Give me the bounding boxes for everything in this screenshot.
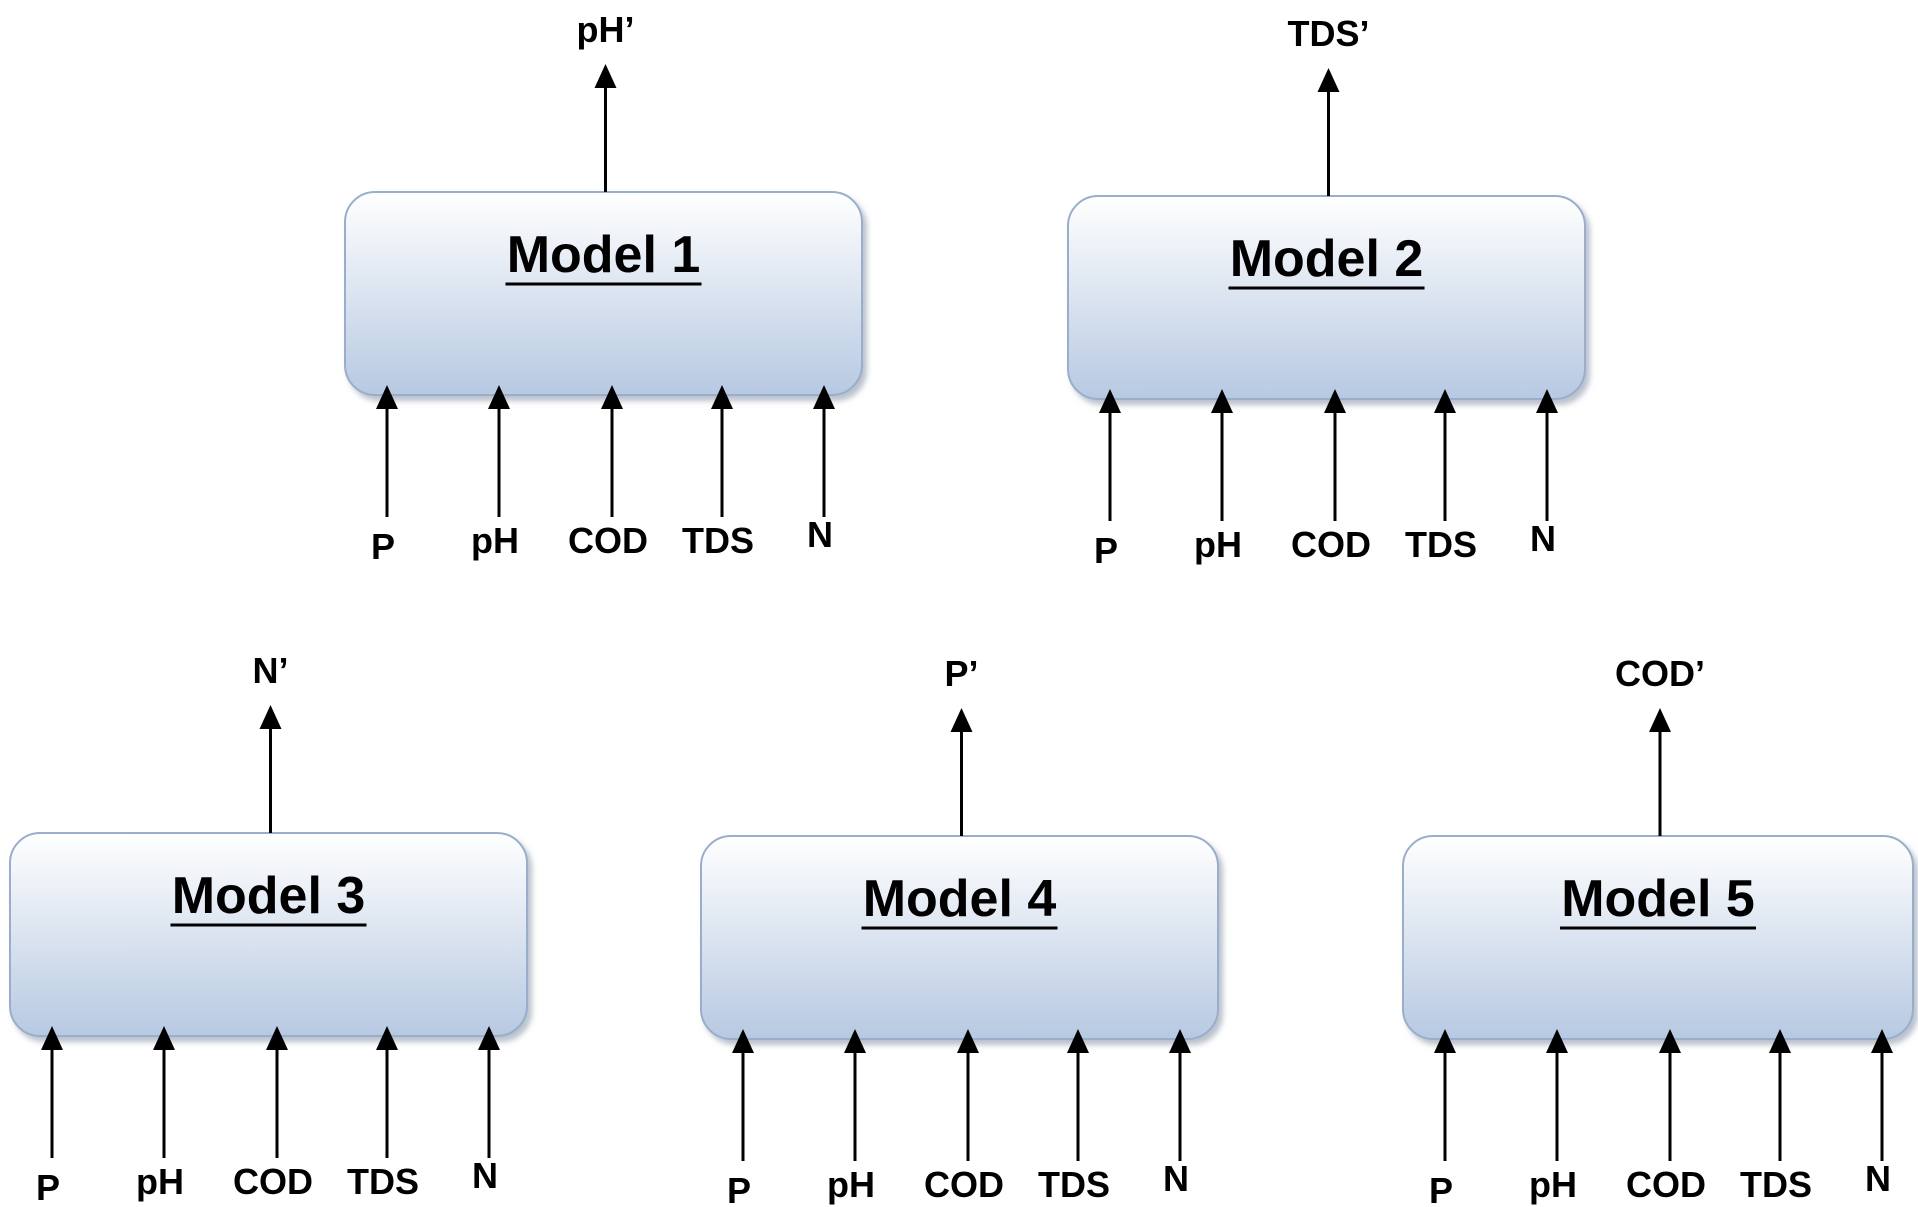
input-label: N <box>807 514 833 555</box>
input-label: N <box>472 1155 498 1196</box>
input-arrow <box>957 1029 979 1161</box>
input-label: P <box>371 526 395 567</box>
input-label: COD <box>924 1164 1004 1205</box>
input-arrow <box>844 1029 866 1161</box>
input-arrow <box>1546 1029 1568 1161</box>
input-label: pH <box>1194 524 1242 565</box>
model-box <box>344 191 863 396</box>
input-label: TDS <box>1405 524 1477 565</box>
input-arrow <box>1211 389 1233 521</box>
model-box <box>9 832 528 1037</box>
input-label: TDS <box>1740 1164 1812 1205</box>
input-arrow <box>1769 1029 1791 1161</box>
input-label: N <box>1163 1158 1189 1199</box>
input-label: pH <box>471 520 519 561</box>
input-arrow <box>711 385 733 517</box>
input-label: COD <box>568 520 648 561</box>
input-label: pH <box>827 1164 875 1205</box>
input-arrow <box>732 1029 754 1161</box>
input-label: P <box>1094 530 1118 571</box>
input-arrow <box>1434 1029 1456 1161</box>
input-arrow <box>266 1026 288 1158</box>
output-arrow <box>1317 68 1340 196</box>
input-label: pH <box>1529 1164 1577 1205</box>
input-arrow <box>153 1026 175 1158</box>
input-arrow <box>813 385 835 517</box>
input-label: TDS <box>347 1161 419 1202</box>
model-title: Model 5 <box>1561 870 1755 928</box>
model-title: Model 2 <box>1230 230 1424 288</box>
input-label: COD <box>233 1161 313 1202</box>
input-label: P <box>1429 1170 1453 1207</box>
input-label: COD <box>1626 1164 1706 1205</box>
input-arrow <box>1659 1029 1681 1161</box>
output-arrow <box>594 64 617 192</box>
input-label: TDS <box>682 520 754 561</box>
input-label: N <box>1865 1158 1891 1199</box>
input-label: pH <box>136 1161 184 1202</box>
model-box <box>1067 195 1586 400</box>
output-arrow <box>1649 708 1671 836</box>
input-arrow <box>1099 389 1121 521</box>
output-arrow <box>259 705 282 833</box>
input-label: TDS <box>1038 1164 1110 1205</box>
input-arrow <box>1536 389 1558 521</box>
output-label: COD’ <box>1615 653 1705 694</box>
input-arrow <box>376 1026 398 1158</box>
input-arrow <box>488 385 510 517</box>
input-label: P <box>727 1170 751 1207</box>
input-arrow <box>1324 389 1346 521</box>
model-box <box>1402 835 1914 1040</box>
output-label: N’ <box>253 650 289 691</box>
input-label: N <box>1530 518 1556 559</box>
input-arrow <box>601 385 623 517</box>
input-label: COD <box>1291 524 1371 565</box>
model-title: Model 1 <box>507 226 701 284</box>
output-label: P’ <box>944 653 978 694</box>
model-box <box>700 835 1219 1040</box>
output-arrow <box>950 708 973 836</box>
input-arrow <box>1434 389 1456 521</box>
input-arrow <box>41 1026 63 1158</box>
model-title: Model 4 <box>863 870 1057 928</box>
model-title: Model 3 <box>172 867 366 925</box>
input-arrow <box>1169 1029 1191 1161</box>
input-label: P <box>36 1167 60 1207</box>
output-label: TDS’ <box>1287 13 1369 54</box>
input-arrow <box>478 1026 500 1158</box>
input-arrow <box>1871 1029 1893 1161</box>
output-label: pH’ <box>577 9 635 50</box>
input-arrow <box>376 385 398 517</box>
input-arrow <box>1067 1029 1089 1161</box>
